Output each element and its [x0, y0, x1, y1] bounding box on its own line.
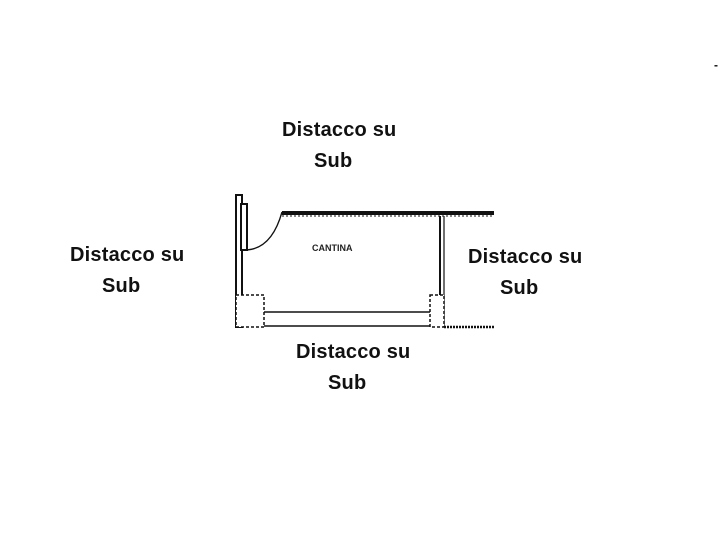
detachment-label-top-line2: Sub	[314, 150, 353, 172]
detachment-label-left-line1: Distacco su	[70, 244, 185, 266]
detachment-label-bottom-line2: Sub	[328, 372, 367, 394]
door-swing-arc	[246, 211, 283, 251]
detachment-label-right-line2: Sub	[500, 277, 539, 299]
room-name: CANTINA	[312, 243, 353, 253]
pillar-right	[429, 294, 445, 328]
detachment-label-top-line1: Distacco su	[282, 119, 397, 141]
detachment-label-top: Distacco su Sub	[282, 115, 396, 177]
detachment-label-bottom-line1: Distacco su	[296, 341, 411, 363]
floor-plan-walls	[235, 194, 494, 329]
corner-mark: -	[714, 58, 718, 72]
pillar-left	[235, 294, 265, 328]
detachment-label-right: Distacco su Sub	[468, 242, 582, 304]
door-leaf	[240, 203, 248, 251]
detachment-label-bottom: Distacco su Sub	[296, 337, 410, 399]
detachment-label-right-line1: Distacco su	[468, 246, 583, 268]
detachment-label-left-line2: Sub	[102, 275, 141, 297]
detachment-label-left: Distacco su Sub	[70, 240, 184, 302]
